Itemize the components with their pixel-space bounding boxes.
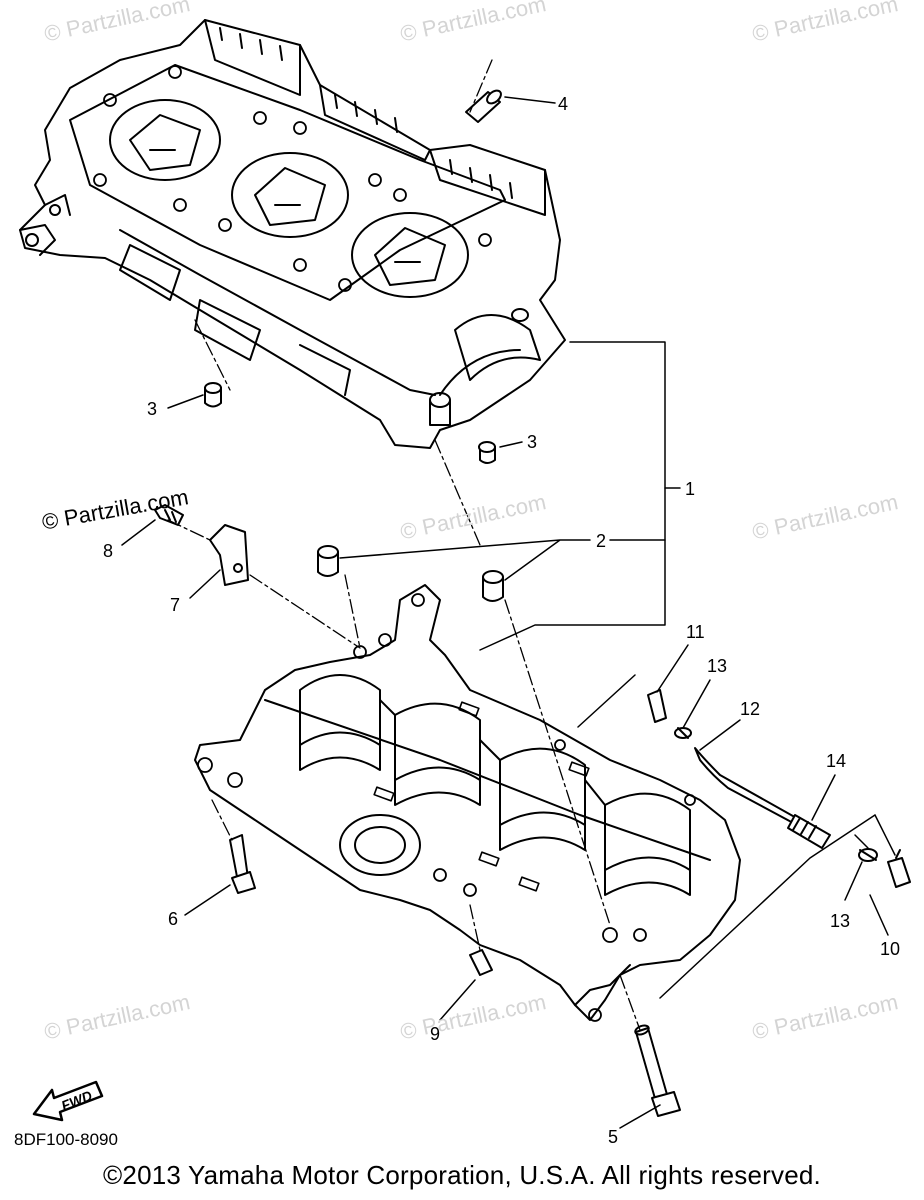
bolt-6 <box>229 834 256 894</box>
copyright-notice: ©2013 Yamaha Motor Corporation, U.S.A. A… <box>103 1160 821 1190</box>
callout-13-lower: 13 <box>830 911 851 931</box>
clamp-13-lower <box>858 848 878 862</box>
lower-crankcase <box>194 584 741 1022</box>
callout-8: 8 <box>103 541 114 561</box>
bolt-9 <box>469 949 493 976</box>
callout-2: 2 <box>596 531 607 551</box>
callout-7: 7 <box>170 595 181 615</box>
diagram-code: 8DF100-8090 <box>14 1130 118 1149</box>
fwd-label: FWD <box>59 1087 95 1114</box>
clamp-13-upper <box>674 727 692 739</box>
hose-14 <box>694 747 831 849</box>
callout-9: 9 <box>430 1024 441 1044</box>
dowel-pin-lower <box>482 570 504 602</box>
fitting-11 <box>647 689 667 723</box>
dowel-pin-upper <box>317 545 339 577</box>
callout-1: 1 <box>685 479 696 499</box>
callout-13-upper: 13 <box>707 656 728 676</box>
leader-lines <box>121 96 896 1129</box>
callout-10: 10 <box>880 939 901 959</box>
dowel-3-left <box>204 382 222 408</box>
pipe-fitting-4 <box>465 89 502 123</box>
callout-6: 6 <box>168 909 179 929</box>
alignment-lines <box>167 59 641 1031</box>
dowel-3-right <box>478 441 496 464</box>
callout-12: 12 <box>740 699 761 719</box>
upper-crankcase <box>19 19 566 449</box>
callout-5: 5 <box>608 1127 619 1147</box>
callout-4: 4 <box>558 94 569 114</box>
bolt-5 <box>634 1024 681 1117</box>
callout-3-left: 3 <box>147 399 158 419</box>
bracket-7 <box>209 524 249 586</box>
forward-arrow-icon: FWD <box>32 1080 104 1122</box>
callout-3-right: 3 <box>527 432 538 452</box>
callout-14: 14 <box>826 751 847 771</box>
bolt-8 <box>154 504 184 526</box>
callout-11: 11 <box>686 622 705 642</box>
fitting-10 <box>887 849 911 888</box>
